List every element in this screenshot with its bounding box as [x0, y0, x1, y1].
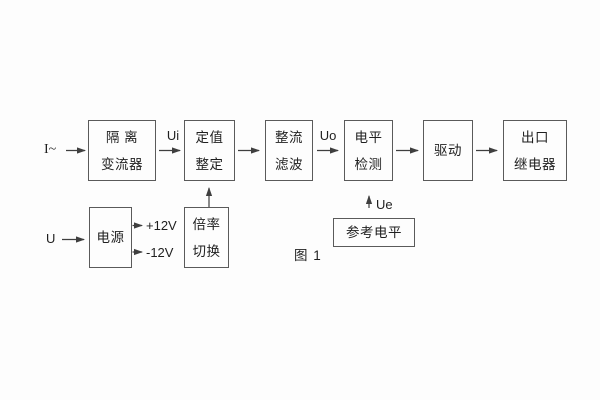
signal-label-ue: Ue — [376, 197, 393, 212]
block-label: 驱动 — [434, 143, 462, 158]
figure-caption: 图 1 — [294, 248, 322, 263]
block-label: 参考电平 — [346, 224, 402, 240]
block-label: 切换 — [192, 243, 221, 259]
block-output-relay: 出口 继电器 — [503, 120, 567, 181]
signal-label-ui: Ui — [166, 128, 180, 143]
block-label: 继电器 — [514, 156, 556, 172]
block-rectifier-filter: 整流 滤波 — [265, 120, 313, 181]
block-power-supply: 电源 — [89, 207, 132, 268]
signal-label-input-voltage: U — [46, 231, 56, 246]
block-label: 整定 — [195, 156, 224, 172]
block-label: 定值 — [195, 129, 224, 145]
block-label: 出口 — [521, 129, 549, 145]
signal-label-uo: Uo — [319, 128, 337, 143]
signal-label-minus12v: -12V — [146, 245, 174, 260]
block-driver: 驱动 — [423, 120, 473, 181]
signal-label-input-current: I~ — [44, 142, 57, 157]
block-ratio-switching: 倍率 切换 — [184, 207, 229, 268]
signal-label-plus12v: +12V — [146, 218, 177, 233]
block-label: 滤波 — [275, 156, 303, 172]
block-label: 电平 — [354, 129, 383, 145]
block-label: 倍率 — [192, 216, 221, 232]
block-setpoint-adjustment: 定值 整定 — [184, 120, 235, 181]
block-label: 整流 — [275, 129, 303, 145]
block-label: 检测 — [354, 156, 383, 172]
block-isolation-transformer: 隔 离 变流器 — [88, 120, 156, 181]
block-level-detection: 电平 检测 — [344, 120, 393, 181]
block-label: 电源 — [96, 230, 125, 245]
block-label: 变流器 — [101, 156, 143, 172]
block-label: 隔 离 — [105, 129, 139, 145]
block-reference-level: 参考电平 — [333, 218, 415, 247]
